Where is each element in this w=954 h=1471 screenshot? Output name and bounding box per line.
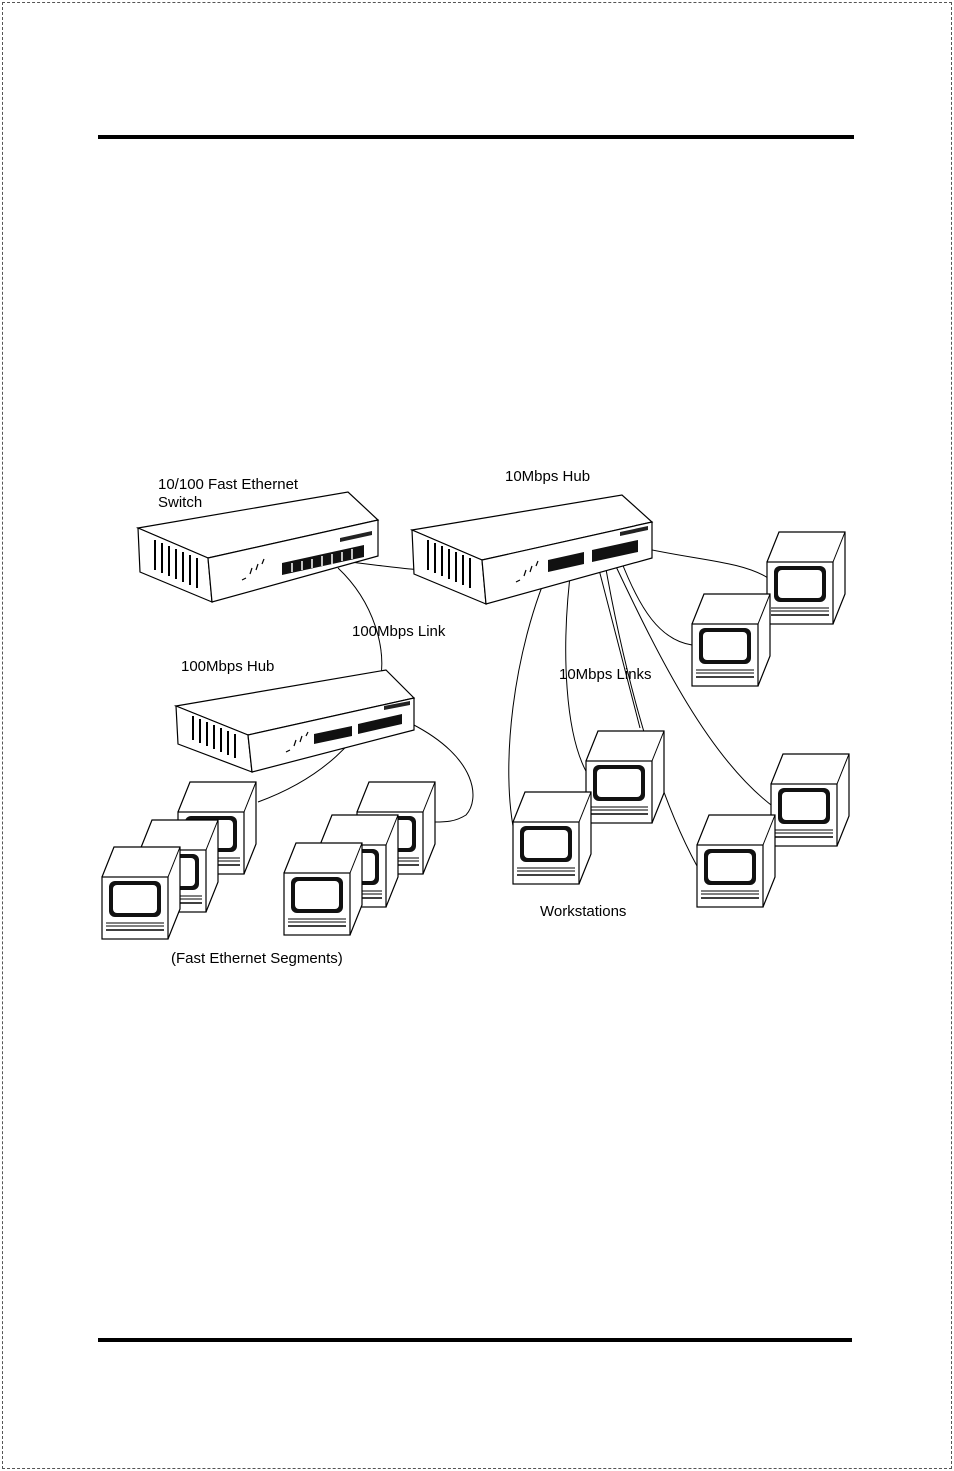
workstation-icon <box>766 531 846 625</box>
hub-to-segment-cable <box>411 723 474 823</box>
fast-ethernet-segments-label: (Fast Ethernet Segments) <box>171 950 343 967</box>
10mbps-link-cable <box>595 557 641 729</box>
footer-rule <box>98 1338 852 1342</box>
hub-icon <box>409 494 654 605</box>
workstation-icon <box>585 730 665 824</box>
hub-100mbps-label: 100Mbps Hub <box>181 658 274 675</box>
network-switch-icon <box>135 491 380 603</box>
10mbps-link-cable <box>611 557 776 809</box>
link-100mbps-label: 100Mbps Link <box>352 623 446 640</box>
hub-icon <box>173 669 416 773</box>
10mbps-link-cable <box>603 557 698 867</box>
workstation-icon <box>283 842 363 936</box>
workstation-icon <box>696 814 776 908</box>
switch-label: 10/100 Fast Ethernet <box>158 476 299 493</box>
workstations-label: Workstations <box>540 903 626 920</box>
header-rule <box>98 135 854 139</box>
workstation-icon <box>512 791 592 885</box>
10mbps-link-cable <box>565 559 591 779</box>
10mbps-link-cable <box>619 557 693 646</box>
workstation-icon <box>770 753 850 847</box>
hub-10mbps-label: 10Mbps Hub <box>505 468 590 485</box>
10mbps-link-cable <box>508 559 554 837</box>
workstation-icon <box>101 846 181 940</box>
switch-label-line2: Switch <box>158 494 202 511</box>
links-10mbps-label: 10Mbps Links <box>559 666 652 683</box>
workstation-icon <box>691 593 771 687</box>
